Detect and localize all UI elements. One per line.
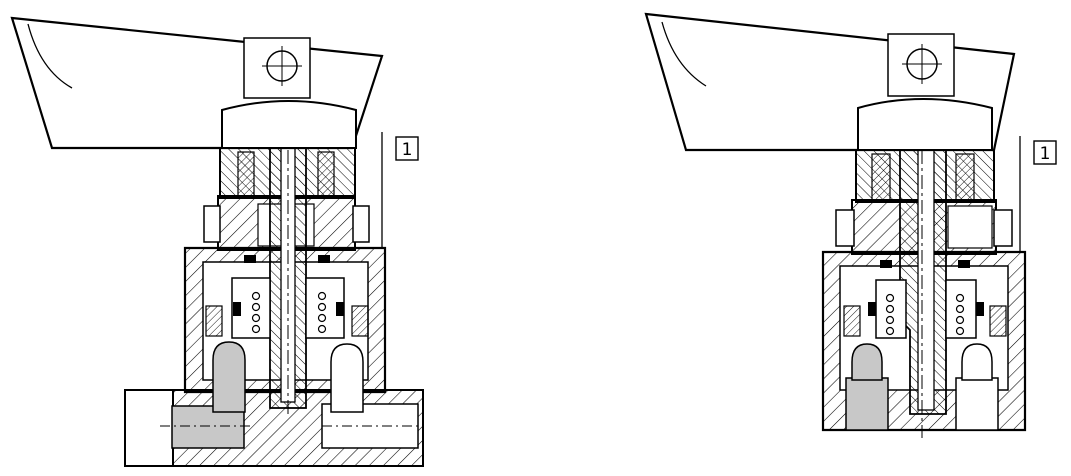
seal-left bbox=[233, 302, 241, 316]
left-port-passage bbox=[171, 405, 245, 449]
right-vertical-bore bbox=[330, 343, 364, 413]
left-vertical-bore bbox=[212, 341, 246, 413]
left-spring-right bbox=[885, 293, 895, 336]
right-callout-label: 1 bbox=[1040, 144, 1051, 164]
right-spring bbox=[317, 291, 327, 334]
left-valve-view: 1 bbox=[10, 16, 424, 467]
handle-hub bbox=[221, 100, 357, 149]
base-left-extension bbox=[124, 389, 174, 467]
left-callout-box bbox=[395, 136, 419, 161]
right-valve-view: 1 bbox=[644, 12, 1057, 438]
stem-core-right bbox=[917, 139, 935, 411]
collar-left-notch bbox=[203, 205, 221, 243]
left-spring bbox=[251, 291, 261, 334]
seal-right bbox=[336, 302, 344, 316]
right-callout-box bbox=[1033, 140, 1057, 165]
handle-hub-right bbox=[857, 98, 993, 151]
left-callout-label: 1 bbox=[402, 140, 413, 160]
right-port-right-view bbox=[955, 377, 999, 431]
collar-right-notch bbox=[352, 205, 370, 243]
right-spring-right bbox=[955, 293, 965, 336]
left-port-right-view bbox=[845, 377, 889, 431]
